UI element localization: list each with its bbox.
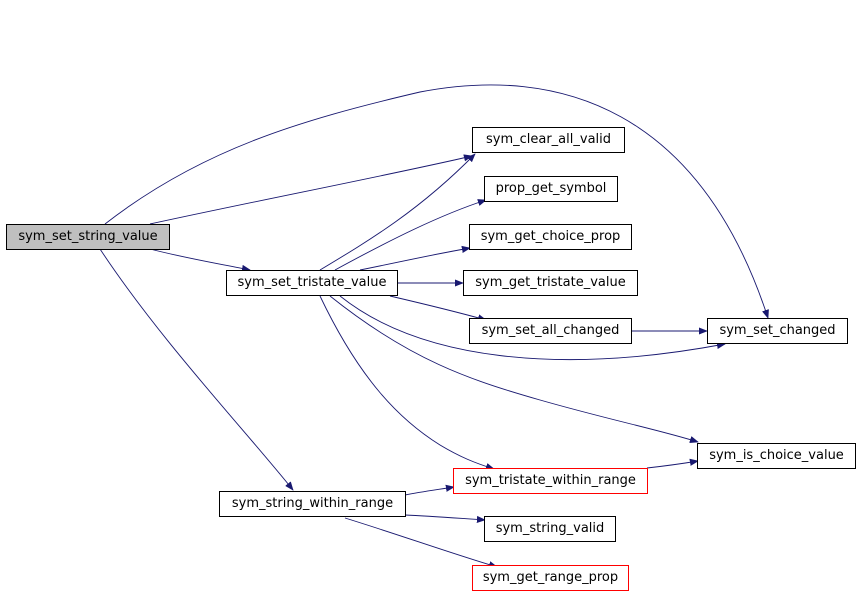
node-sym-set-string-value: sym_set_string_value bbox=[6, 224, 170, 250]
node-sym-tristate-within-range[interactable]: sym_tristate_within_range bbox=[453, 468, 648, 494]
node-sym-string-within-range[interactable]: sym_string_within_range bbox=[219, 491, 406, 517]
edge-tristate-to-get-choice-prop bbox=[359, 245, 471, 271]
node-sym-get-tristate-value[interactable]: sym_get_tristate_value bbox=[463, 270, 638, 296]
node-sym-is-choice-value[interactable]: sym_is_choice_value bbox=[697, 443, 856, 469]
edge-tristate-to-prop-get-symbol bbox=[334, 199, 487, 271]
edge-string-value-to-set-changed bbox=[104, 84, 769, 319]
edge-tristate-to-set-changed bbox=[339, 295, 726, 361]
edge-tristate-to-tristate-within-range bbox=[319, 295, 495, 470]
edge-tristate-to-set-all-changed bbox=[389, 295, 487, 322]
edge-string-value-to-set-tristate-value bbox=[149, 248, 251, 272]
edge-tristate-to-clear-all-valid bbox=[319, 153, 476, 271]
edge-string-value-to-clear-all-valid bbox=[149, 154, 473, 225]
node-sym-set-all-changed[interactable]: sym_set_all_changed bbox=[469, 318, 632, 344]
node-prop-get-symbol[interactable]: prop_get_symbol bbox=[484, 176, 618, 202]
node-sym-get-choice-prop[interactable]: sym_get_choice_prop bbox=[469, 224, 632, 250]
node-sym-string-valid[interactable]: sym_string_valid bbox=[484, 516, 616, 542]
edge-string-within-range-to-get-range-prop bbox=[344, 517, 498, 569]
node-sym-clear-all-valid[interactable]: sym_clear_all_valid bbox=[472, 127, 625, 153]
node-sym-get-range-prop[interactable]: sym_get_range_prop bbox=[472, 565, 629, 591]
edge-string-within-range-to-tristate-within-range bbox=[404, 484, 455, 496]
node-sym-set-changed[interactable]: sym_set_changed bbox=[707, 318, 848, 344]
node-sym-set-tristate-value[interactable]: sym_set_tristate_value bbox=[226, 270, 398, 296]
edge-string-within-range-to-string-valid bbox=[404, 514, 486, 524]
edge-tristate-within-range-to-is-choice-value bbox=[646, 458, 699, 469]
edge-tristate-to-is-choice-value bbox=[329, 295, 699, 443]
edge-string-value-to-string-within-range bbox=[99, 248, 294, 491]
